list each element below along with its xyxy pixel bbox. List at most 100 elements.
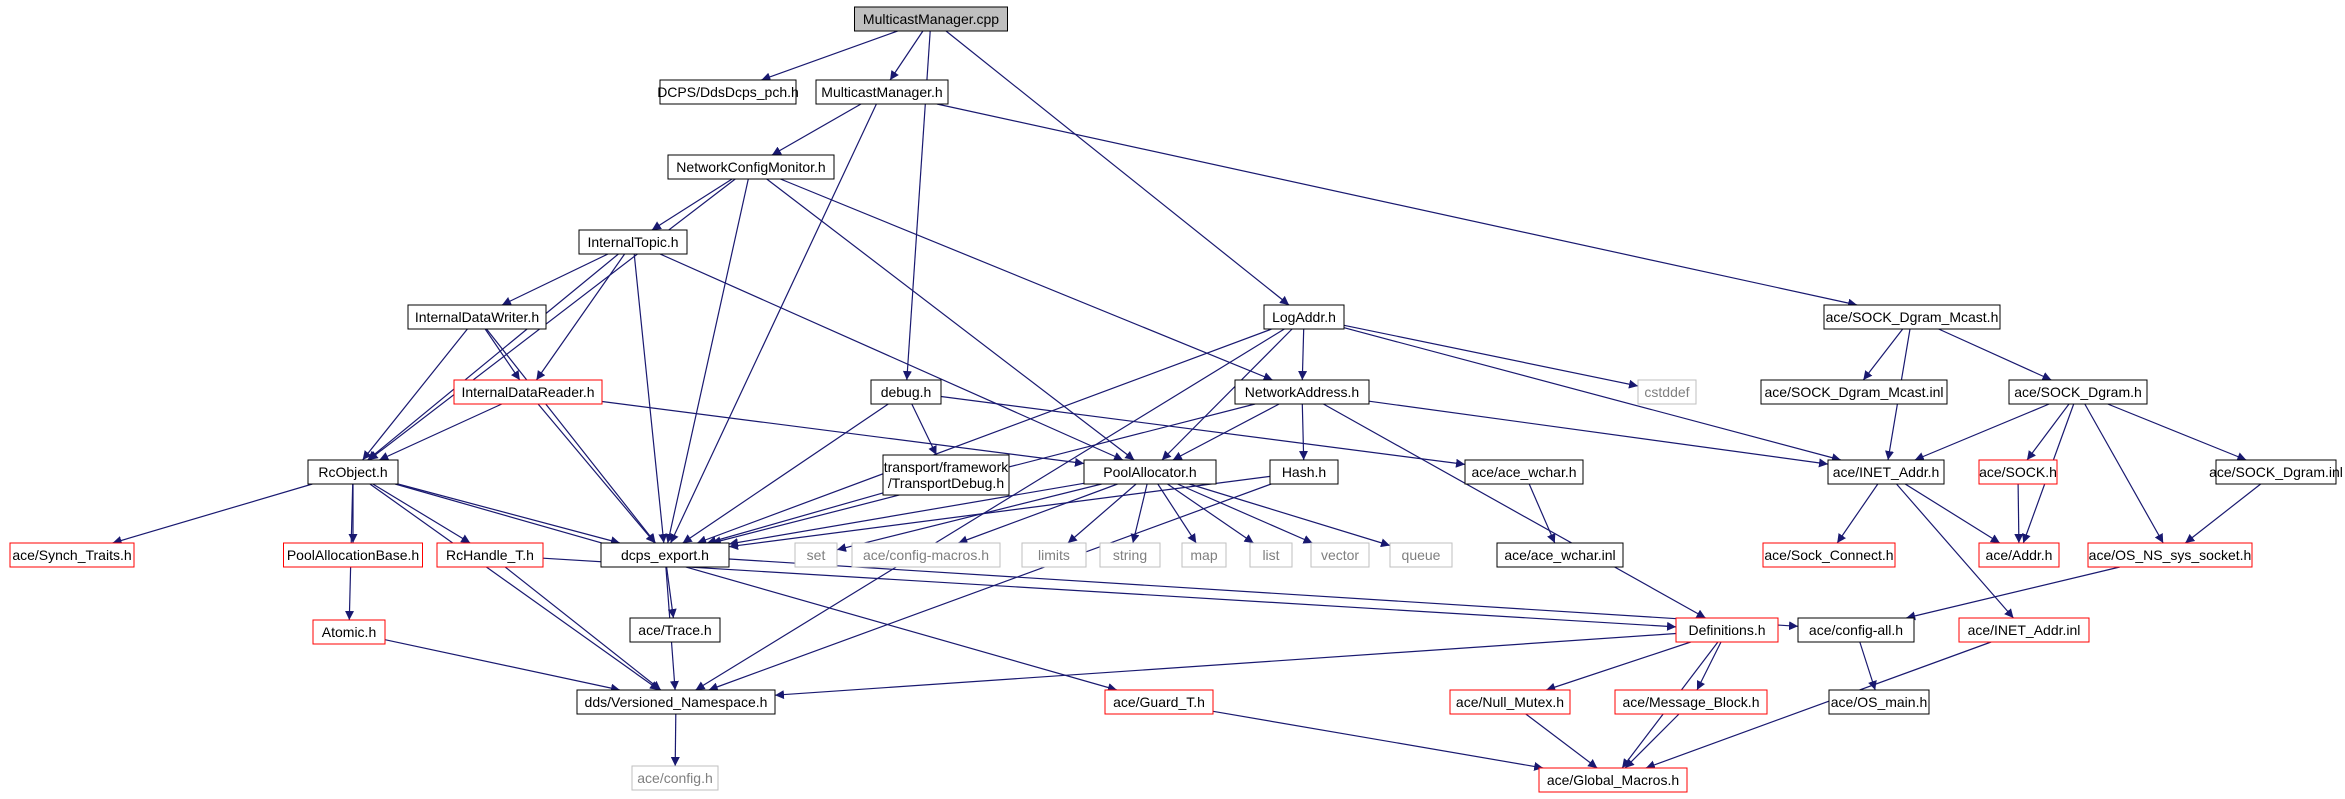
- edge-palloc-to-list: [1167, 483, 1254, 544]
- node-pch[interactable]: DCPS/DdsDcps_pch.h: [657, 79, 799, 105]
- node-logaddr[interactable]: LogAddr.h: [1263, 304, 1345, 330]
- node-box: [659, 79, 797, 105]
- edge-inet-to-inetinl: [1896, 483, 2014, 619]
- node-label: limits: [1038, 547, 1070, 563]
- node-trace[interactable]: ace/Trace.h: [629, 617, 721, 643]
- node-netaddr[interactable]: NetworkAddress.h: [1234, 379, 1370, 405]
- node-rch[interactable]: RcHandle_T.h: [436, 542, 544, 568]
- node-set[interactable]: set: [794, 542, 838, 568]
- edge-netaddr-to-defs: [1323, 403, 1706, 619]
- edge-logaddr-to-dcps: [696, 328, 1273, 545]
- node-root[interactable]: MulticastManager.cpp: [854, 6, 1008, 32]
- node-box: [453, 379, 603, 405]
- node-dvns[interactable]: dds/Versioned_Namespace.h: [576, 689, 776, 715]
- edge-rch-to-defs: [542, 557, 1677, 631]
- node-queue[interactable]: queue: [1389, 542, 1453, 568]
- node-mmh[interactable]: MulticastManager.h: [815, 79, 949, 105]
- node-string[interactable]: string: [1099, 542, 1161, 568]
- edge-defs-to-dvns: [774, 632, 1677, 700]
- node-box: [667, 154, 835, 180]
- node-cfgmac[interactable]: ace/config-macros.h: [851, 542, 1001, 568]
- node-aceconfig[interactable]: ace/config.h: [631, 765, 719, 791]
- node-globmac[interactable]: ace/Global_Macros.h: [1538, 767, 1688, 793]
- edge-idw-to-rco: [362, 328, 468, 461]
- node-synch[interactable]: ace/Synch_Traits.h: [9, 542, 135, 568]
- node-label: Definitions.h: [1688, 622, 1765, 638]
- node-box: [1464, 459, 1584, 485]
- node-rco[interactable]: RcObject.h: [307, 459, 399, 485]
- node-cfgall[interactable]: ace/config-all.h: [1797, 617, 1915, 643]
- node-label: list: [1262, 547, 1279, 563]
- node-box: [854, 6, 1008, 32]
- node-nullmutex[interactable]: ace/Null_Mutex.h: [1449, 689, 1571, 715]
- node-label: string: [1113, 547, 1147, 563]
- node-osns[interactable]: ace/OS_NS_sys_socket.h: [2087, 542, 2253, 568]
- edge-osns-to-cfgall: [1906, 566, 2120, 621]
- node-box: [576, 689, 776, 715]
- node-box: [578, 229, 688, 255]
- edge-logaddr-to-dvns: [695, 328, 1285, 691]
- edge-logaddr-to-inet: [1343, 327, 1842, 463]
- node-inetinl[interactable]: ace/INET_Addr.inl: [1958, 617, 2090, 643]
- edge-root-to-logaddr: [945, 30, 1290, 306]
- node-guard[interactable]: ace/Guard_T.h: [1104, 689, 1214, 715]
- node-label: set: [807, 547, 826, 563]
- edge-cfgall-to-osmain: [1859, 641, 1877, 691]
- node-idr[interactable]: InternalDataReader.h: [453, 379, 603, 405]
- edge-netaddr-to-inet: [1368, 400, 1829, 468]
- node-cstddef[interactable]: cstddef: [1637, 379, 1697, 405]
- node-box: [1249, 542, 1293, 568]
- node-ncm[interactable]: NetworkConfigMonitor.h: [667, 154, 835, 180]
- node-osmain[interactable]: ace/OS_main.h: [1828, 689, 1930, 715]
- edge-palloc-to-cfgmac: [958, 483, 1118, 545]
- node-inet[interactable]: ace/INET_Addr.h: [1827, 459, 1945, 485]
- node-acewchar[interactable]: ace/ace_wchar.h: [1464, 459, 1584, 485]
- node-label: ace/Global_Macros.h: [1547, 772, 1679, 788]
- node-sdminl[interactable]: ace/SOCK_Dgram_Mcast.inl: [1760, 379, 1948, 405]
- node-dcps[interactable]: dcps_export.h: [600, 542, 730, 568]
- node-atomic[interactable]: Atomic.h: [312, 619, 386, 645]
- node-pab[interactable]: PoolAllocationBase.h: [283, 542, 423, 568]
- node-sdginl[interactable]: ace/SOCK_Dgram.inl: [2209, 459, 2343, 485]
- edge-defs-to-nullmutex: [1546, 641, 1691, 692]
- node-label: debug.h: [881, 384, 932, 400]
- node-sdg[interactable]: ace/SOCK_Dgram.h: [2008, 379, 2148, 405]
- edge-itopic-to-rco: [367, 253, 619, 461]
- node-acewcharinl[interactable]: ace/ace_wchar.inl: [1496, 542, 1624, 568]
- node-tdebug[interactable]: transport/framework/TransportDebug.h: [882, 454, 1010, 496]
- node-addr[interactable]: ace/Addr.h: [1978, 542, 2060, 568]
- node-map[interactable]: map: [1181, 542, 1227, 568]
- node-label: cstddef: [1644, 384, 1689, 400]
- node-label: ace/OS_NS_sys_socket.h: [2089, 547, 2252, 563]
- node-sock[interactable]: ace/SOCK.h: [1978, 459, 2058, 485]
- edge-rco-to-dvns: [369, 483, 660, 691]
- node-label: Hash.h: [1282, 464, 1326, 480]
- node-box: [1021, 542, 1087, 568]
- node-label: ace/Guard_T.h: [1113, 694, 1205, 710]
- node-box: [1496, 542, 1624, 568]
- node-label: MulticastManager.h: [821, 84, 942, 100]
- node-box: [882, 454, 1010, 496]
- node-hash[interactable]: Hash.h: [1269, 459, 1339, 485]
- node-idw[interactable]: InternalDataWriter.h: [407, 304, 547, 330]
- node-msgblock[interactable]: ace/Message_Block.h: [1614, 689, 1768, 715]
- node-box: [1828, 689, 1930, 715]
- node-label: ace/SOCK.h: [1979, 464, 2057, 480]
- node-sockconn[interactable]: ace/Sock_Connect.h: [1762, 542, 1896, 568]
- node-label: dcps_export.h: [621, 547, 709, 563]
- edge-palloc-to-dcps: [728, 482, 1085, 547]
- edge-sock-to-addr: [2014, 483, 2024, 544]
- node-vector[interactable]: vector: [1310, 542, 1370, 568]
- node-sdm[interactable]: ace/SOCK_Dgram_Mcast.h: [1823, 304, 2001, 330]
- node-itopic[interactable]: InternalTopic.h: [578, 229, 688, 255]
- edge-itopic-to-idw: [501, 253, 609, 306]
- node-limits[interactable]: limits: [1021, 542, 1087, 568]
- node-label: NetworkAddress.h: [1245, 384, 1359, 400]
- node-list[interactable]: list: [1249, 542, 1293, 568]
- node-defs[interactable]: Definitions.h: [1675, 617, 1779, 643]
- node-box: [407, 304, 547, 330]
- node-palloc[interactable]: PoolAllocator.h: [1083, 459, 1217, 485]
- node-debug[interactable]: debug.h: [870, 379, 942, 405]
- edge-idw-to-idr: [484, 328, 521, 381]
- edge-rco-to-guard: [394, 483, 1118, 692]
